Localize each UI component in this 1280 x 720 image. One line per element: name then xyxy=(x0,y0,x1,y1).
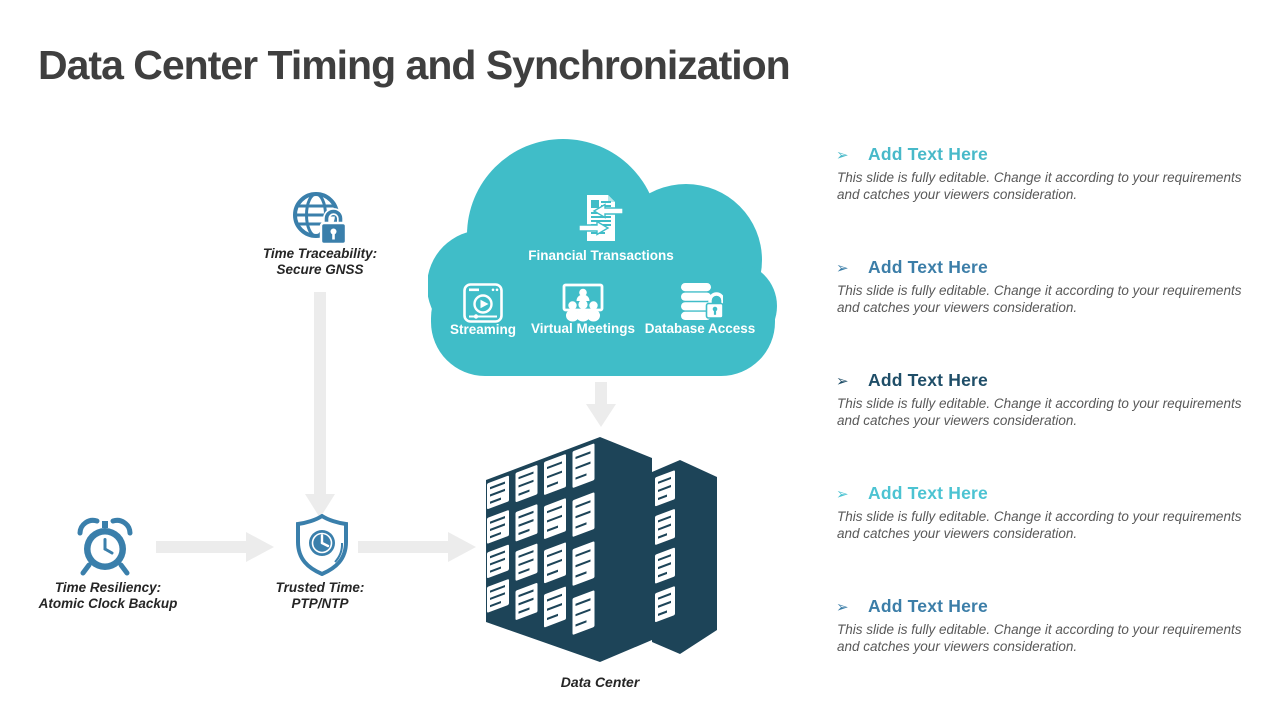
arrow-down-cloud-to-datacenter xyxy=(586,382,616,427)
arrow-bullet-icon: ➢ xyxy=(836,598,849,616)
placeholder-body[interactable]: This slide is fully editable. Change it … xyxy=(837,283,1242,315)
arrow-right-trusted-to-datacenter xyxy=(358,532,476,562)
placeholder-block-3: ➢ Add Text Here This slide is fully edit… xyxy=(836,370,1250,429)
cloud-service-label: Financial Transactions xyxy=(528,248,674,263)
placeholder-heading[interactable]: Add Text Here xyxy=(868,144,988,164)
shield-clock-icon xyxy=(295,513,349,577)
node-label-trusted-time: Trusted Time: PTP/NTP xyxy=(275,580,365,611)
alarm-clock-icon xyxy=(76,516,134,578)
placeholder-heading-row[interactable]: ➢ Add Text Here xyxy=(836,596,1250,617)
placeholder-body[interactable]: This slide is fully editable. Change it … xyxy=(837,509,1242,541)
financial-transactions-icon xyxy=(577,194,625,244)
placeholder-heading[interactable]: Add Text Here xyxy=(868,370,988,390)
cloud-service-label: Virtual Meetings xyxy=(530,321,636,336)
arrow-bullet-icon: ➢ xyxy=(836,485,849,503)
node-label-traceability: Time Traceability: Secure GNSS xyxy=(262,246,378,277)
cloud-shape: Financial Transactions Streaming xyxy=(427,138,778,380)
placeholder-heading-row[interactable]: ➢ Add Text Here xyxy=(836,257,1250,278)
placeholder-heading[interactable]: Add Text Here xyxy=(868,596,988,616)
node-label-resiliency: Time Resiliency: Atomic Clock Backup xyxy=(38,580,178,611)
arrow-down-traceability xyxy=(305,292,335,518)
globe-lock-icon xyxy=(292,191,348,249)
placeholder-body[interactable]: This slide is fully editable. Change it … xyxy=(837,170,1242,202)
cloud-service-label: Database Access xyxy=(644,321,756,336)
database-access-icon xyxy=(677,282,725,324)
page-title: Data Center Timing and Synchronization xyxy=(38,42,791,88)
placeholder-heading[interactable]: Add Text Here xyxy=(868,257,988,277)
arrow-bullet-icon: ➢ xyxy=(836,259,849,277)
virtual-meetings-icon xyxy=(560,282,606,322)
cloud-icon xyxy=(427,139,777,376)
arrow-right-resiliency-to-trusted xyxy=(156,532,274,562)
placeholder-block-1: ➢ Add Text Here This slide is fully edit… xyxy=(836,144,1250,203)
placeholder-block-5: ➢ Add Text Here This slide is fully edit… xyxy=(836,596,1250,655)
placeholder-block-4: ➢ Add Text Here This slide is fully edit… xyxy=(836,483,1250,542)
placeholder-block-2: ➢ Add Text Here This slide is fully edit… xyxy=(836,257,1250,316)
placeholder-body[interactable]: This slide is fully editable. Change it … xyxy=(837,396,1242,428)
streaming-icon xyxy=(463,283,503,323)
arrow-bullet-icon: ➢ xyxy=(836,146,849,164)
data-center-icon xyxy=(486,437,717,662)
placeholder-heading-row[interactable]: ➢ Add Text Here xyxy=(836,144,1250,165)
data-center-illustration xyxy=(480,432,720,667)
data-center-label: Data Center xyxy=(560,674,640,690)
placeholder-heading-row[interactable]: ➢ Add Text Here xyxy=(836,370,1250,391)
arrow-bullet-icon: ➢ xyxy=(836,372,849,390)
placeholder-body[interactable]: This slide is fully editable. Change it … xyxy=(837,622,1242,654)
placeholder-heading-row[interactable]: ➢ Add Text Here xyxy=(836,483,1250,504)
cloud-service-label: Streaming xyxy=(449,322,517,337)
placeholder-heading[interactable]: Add Text Here xyxy=(868,483,988,503)
